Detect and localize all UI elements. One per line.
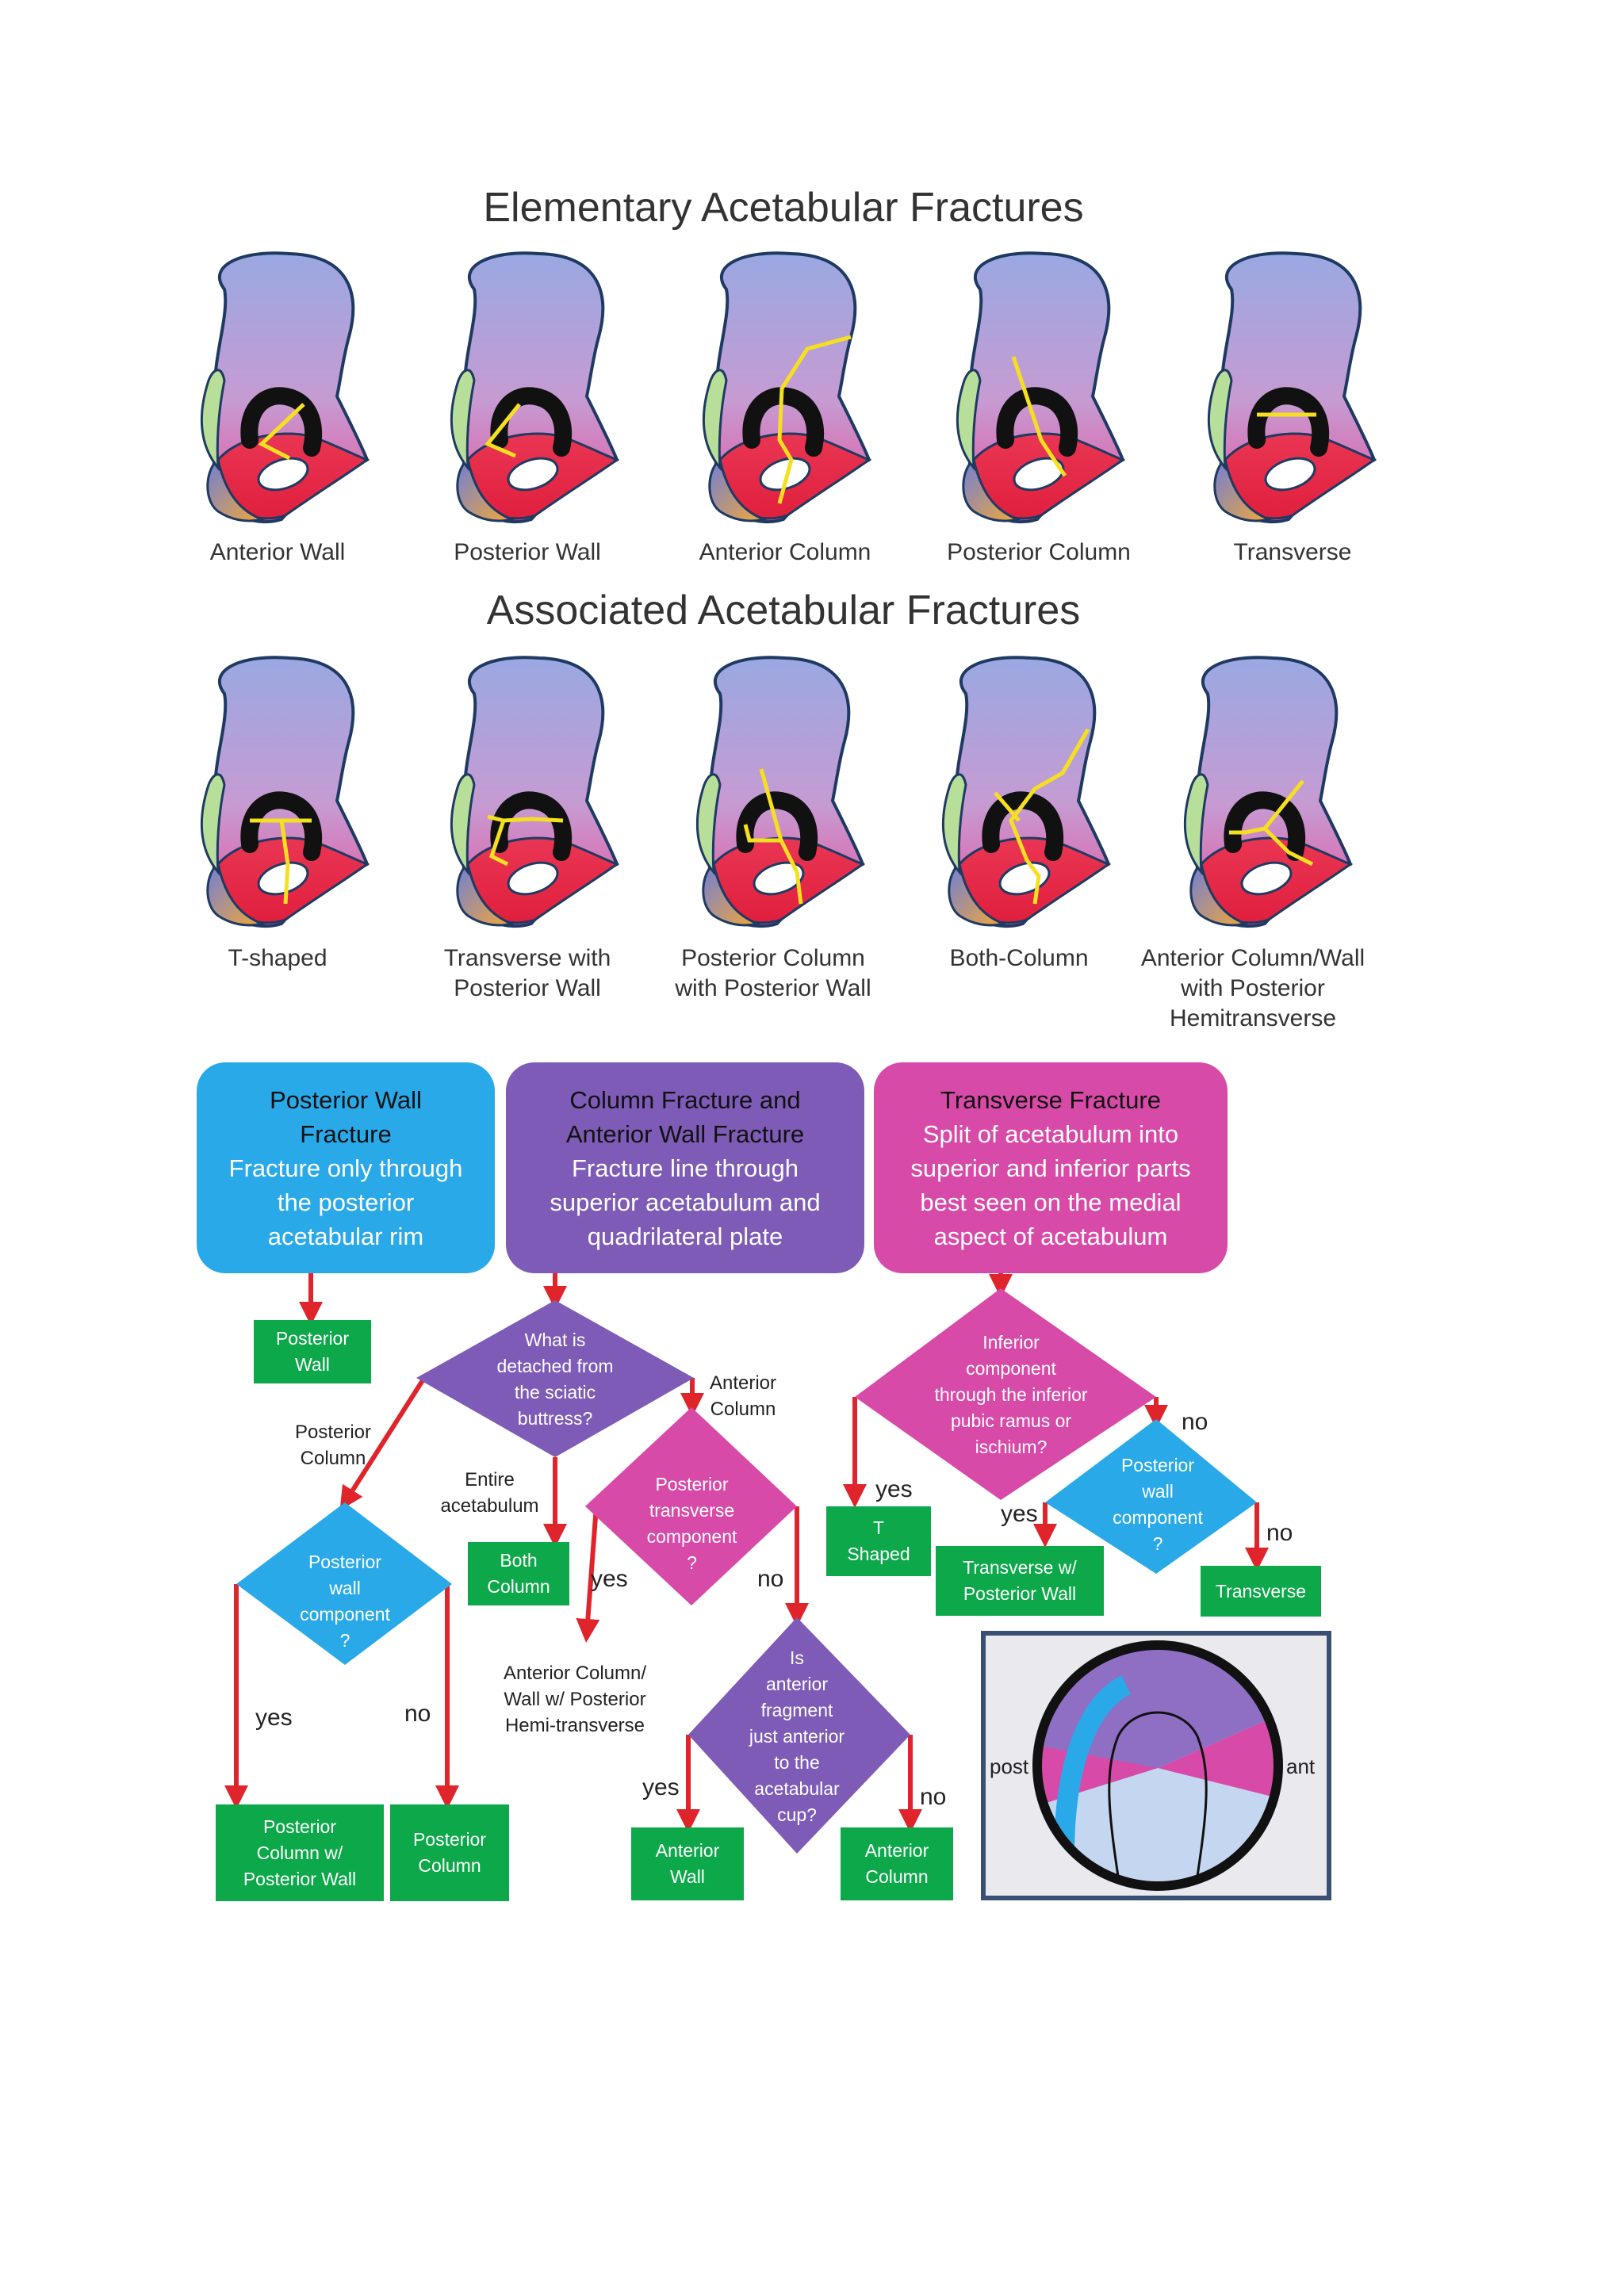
outcome-posterior-wall: Posterior Wall	[254, 1320, 371, 1383]
header-caw-title: Column Fracture and Anterior Wall Fractu…	[565, 1086, 805, 1148]
outcome-anterior-column: Anterior Column	[841, 1827, 953, 1900]
outcome-transverse: Transverse	[1201, 1566, 1321, 1617]
diamond-pw-right-text: Posterior wall component ?	[1113, 1455, 1203, 1554]
outcome-t-shaped: T Shaped	[826, 1506, 931, 1576]
outcome-posterior-column: Posterior Column	[390, 1804, 509, 1901]
yes-pw-right: yes	[1001, 1501, 1038, 1527]
associated-title: Associated Acetabular Fractures	[486, 587, 1081, 633]
edge-label-entire-acetabulum: Entire acetabulum	[440, 1469, 539, 1517]
label-t-shaped: T-shaped	[228, 945, 327, 971]
no-pw-left: no	[404, 1701, 431, 1727]
header-tr-desc: Split of acetabulum into superior and in…	[910, 1120, 1191, 1250]
yes-inferior: yes	[875, 1476, 913, 1502]
outcome-transverse-pw: Transverse w/ Posterior Wall	[936, 1546, 1104, 1616]
yes-pw-left: yes	[255, 1705, 293, 1731]
inset-label-post: post	[990, 1755, 1029, 1778]
diamond-sciatic-text: What is detached from the sciatic buttre…	[496, 1330, 614, 1429]
edge-label-anterior-column: Anterior Column	[709, 1372, 777, 1420]
label-posterior-column: Posterior Column	[947, 539, 1131, 565]
diamond-sciatic	[416, 1300, 694, 1457]
diamond-pw-left-text: Posterior wall component ?	[300, 1552, 390, 1651]
no-inferior: no	[1182, 1409, 1208, 1435]
diamond-anterior-fragment	[688, 1617, 910, 1854]
label-anterior-column: Anterior Column	[699, 539, 871, 565]
no-pw-right: no	[1266, 1520, 1293, 1546]
header-posterior-wall: Posterior Wall Fracture Fracture only th…	[197, 1062, 495, 1273]
label-pc-pw: Posterior Column with Posterior Wall	[675, 945, 871, 1001]
header-tr-title: Transverse Fracture	[940, 1086, 1161, 1114]
label-anterior-wall: Anterior Wall	[209, 539, 346, 565]
diamond-anterior-fragment-text: Is anterior fragment just anterior to th…	[749, 1647, 845, 1825]
header-transverse: Transverse Fracture Split of acetabulum …	[874, 1062, 1228, 1273]
no-post-transverse: no	[757, 1566, 784, 1592]
label-transverse-pw: Transverse with Posterior Wall	[443, 945, 611, 1001]
header-pw-title: Posterior Wall Fracture	[270, 1086, 422, 1148]
diamond-post-transverse-text: Posterior transverse component ?	[646, 1474, 737, 1573]
inset-label-ant: ant	[1286, 1755, 1316, 1778]
outcome-both-column: Both Column	[468, 1542, 569, 1605]
diamond-pw-left	[236, 1502, 452, 1665]
header-caw-desc: Fracture line through superior acetabulu…	[550, 1154, 821, 1250]
label-posterior-wall: Posterior Wall	[454, 539, 601, 565]
no-anterior-fragment: no	[920, 1784, 947, 1810]
yes-anterior-fragment: yes	[642, 1774, 680, 1800]
edge-label-ac-pht: Anterior Column/ Wall w/ Posterior Hemi-…	[503, 1663, 647, 1736]
yes-post-transverse: yes	[591, 1566, 628, 1592]
outcome-pc-pw: Posterior Column w/ Posterior Wall	[216, 1804, 384, 1901]
diamond-pw-right	[1045, 1419, 1257, 1574]
elementary-title: Elementary Acetabular Fractures	[483, 185, 1084, 231]
label-both-column: Both-Column	[949, 945, 1089, 971]
label-transverse: Transverse	[1233, 539, 1352, 565]
diamond-post-transverse	[585, 1407, 797, 1605]
outcome-anterior-wall: Anterior Wall	[631, 1827, 744, 1900]
header-column-anterior-wall: Column Fracture and Anterior Wall Fractu…	[506, 1062, 864, 1273]
diamond-inferior-text: Inferior component through the inferior …	[934, 1332, 1088, 1457]
label-ac-pht: Anterior Column/Wall with Posterior Hemi…	[1140, 945, 1365, 1031]
header-pw-desc: Fracture only through the posterior acet…	[228, 1154, 463, 1250]
edge-label-posterior-column: Posterior Column	[294, 1422, 372, 1469]
diamond-inferior	[855, 1288, 1156, 1500]
